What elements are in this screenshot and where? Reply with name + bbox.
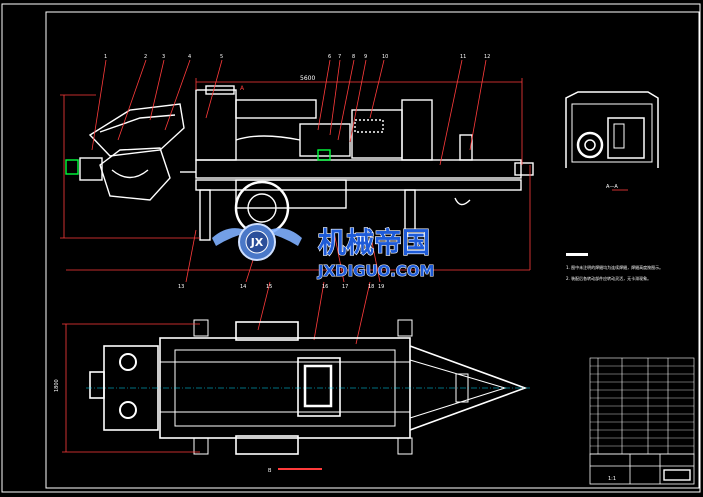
balloon-11: 11 bbox=[460, 54, 466, 60]
balloon-16: 16 bbox=[322, 284, 328, 290]
watermark-logo-letters: JX bbox=[250, 236, 264, 249]
balloon-13: 13 bbox=[178, 284, 184, 290]
title-block bbox=[589, 453, 695, 485]
balloon-5: 5 bbox=[220, 54, 223, 60]
balloon-14: 14 bbox=[240, 284, 246, 290]
balloon-10: 10 bbox=[382, 54, 388, 60]
balloon-15: 15 bbox=[266, 284, 272, 290]
watermark-title-en: JXDIGUO.COM bbox=[317, 262, 434, 280]
balloon-7: 7 bbox=[338, 54, 341, 60]
watermark-title-cn: 机械帝国 bbox=[318, 226, 430, 259]
balloon-2: 2 bbox=[144, 54, 147, 60]
watermark: JX 机械帝国 JXDIGUO.COM bbox=[212, 223, 435, 281]
overall-length-dim: 5600 bbox=[300, 75, 315, 82]
title-block-scale: 1:1 bbox=[608, 476, 616, 482]
notes-header-bar bbox=[566, 253, 588, 256]
balloon-8: 8 bbox=[352, 54, 355, 60]
note-line-1: 1. 图中未注明的焊缝均为连续焊缝，焊缝高度按图示。 bbox=[566, 264, 663, 270]
balloon-9: 9 bbox=[364, 54, 367, 60]
bottom-view-label: B bbox=[268, 468, 272, 474]
balloon-12: 12 bbox=[484, 54, 490, 60]
parts-list-rows bbox=[590, 365, 694, 447]
balloon-19: 19 bbox=[378, 284, 384, 290]
leader-lines-top bbox=[91, 59, 487, 166]
balloon-17: 17 bbox=[342, 284, 348, 290]
side-dimensions bbox=[60, 78, 531, 271]
plan-view bbox=[89, 319, 528, 455]
balloon-labels-bottom: 13 14 15 16 17 18 19 bbox=[178, 284, 384, 290]
note-line-2: 2. 装配后各转动部件应转动灵活，无卡滞现象。 bbox=[566, 275, 651, 281]
balloon-1: 1 bbox=[104, 54, 107, 60]
section-mark: A bbox=[240, 85, 245, 92]
width-dim: 1800 bbox=[54, 379, 60, 392]
balloon-6: 6 bbox=[328, 54, 331, 60]
balloon-4: 4 bbox=[188, 54, 191, 60]
watermark-logo: JX bbox=[212, 223, 302, 261]
section-label: A—A bbox=[606, 184, 618, 190]
balloon-3: 3 bbox=[162, 54, 165, 60]
balloon-18: 18 bbox=[368, 284, 374, 290]
section-view-a-a bbox=[565, 91, 659, 168]
balloon-labels-top: 1 2 3 4 5 6 7 8 9 10 11 12 bbox=[104, 54, 490, 60]
outer-frame bbox=[1, 3, 701, 493]
side-elevation-view bbox=[65, 85, 534, 241]
inner-frame bbox=[45, 11, 700, 489]
plan-dimensions bbox=[62, 323, 200, 453]
